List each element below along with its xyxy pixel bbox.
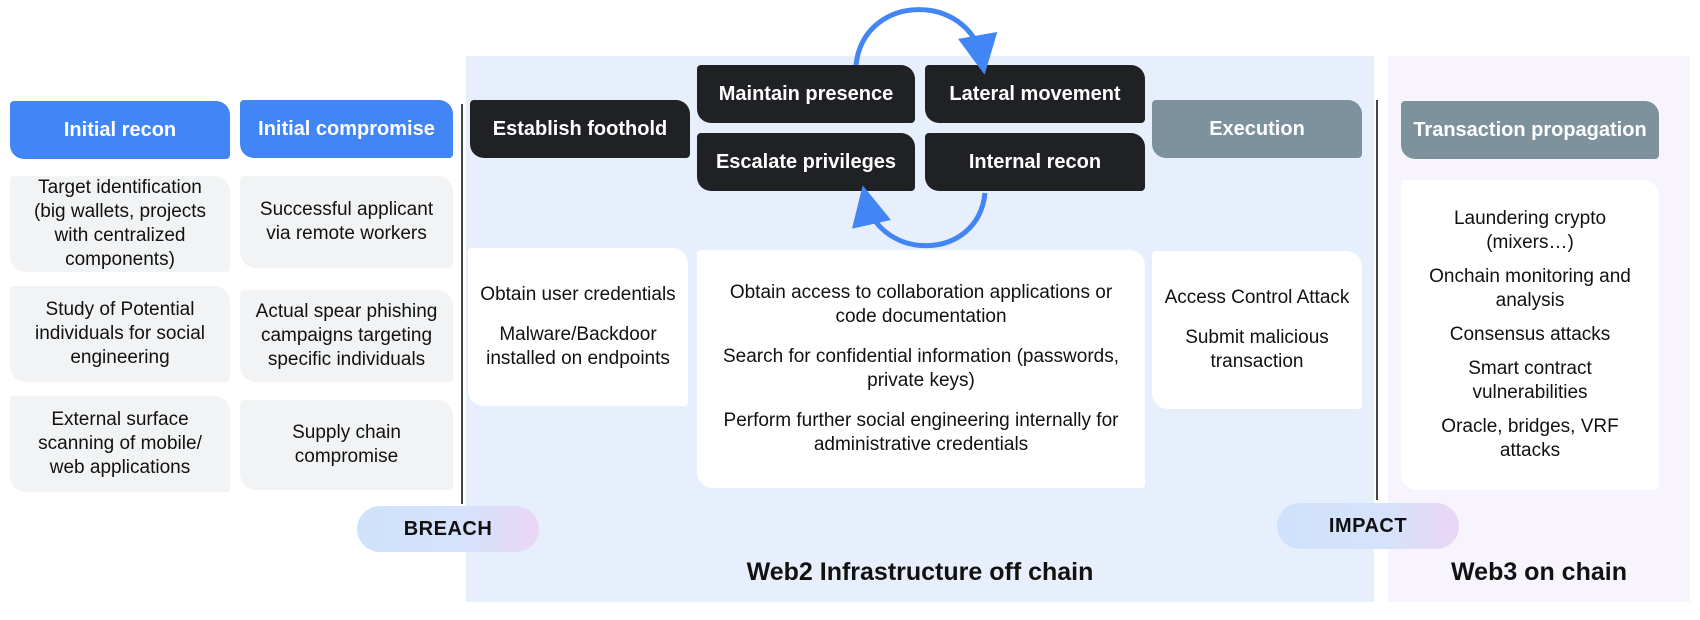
transaction-propagation-header: Transaction propagation	[1401, 101, 1659, 159]
cycle-card: Obtain access to collaboration applicati…	[697, 250, 1145, 488]
cycle-item-3: Perform further social engineering inter…	[723, 410, 1119, 455]
cycle-item-2: Search for confidential information (pas…	[722, 346, 1120, 391]
initial-recon-card-2: Study of Potential individuals for socia…	[10, 286, 230, 382]
execution-header-label: Execution	[1209, 117, 1305, 140]
transaction-propagation-item-2: Onchain monitoring and analysis	[1429, 266, 1631, 311]
maintain-presence-box: Maintain presence	[697, 65, 915, 123]
initial-compromise-header-label: Initial compromise	[258, 117, 435, 140]
transaction-propagation-card: Laundering crypto (mixers…) Onchain moni…	[1401, 180, 1659, 490]
breach-divider	[461, 104, 463, 504]
breach-pill: BREACH	[357, 506, 539, 552]
initial-recon-item-2: Study of Potential individuals for socia…	[34, 299, 206, 368]
impact-divider	[1376, 100, 1378, 500]
initial-compromise-item-1: Successful applicant via remote workers	[259, 199, 434, 244]
lateral-movement-box: Lateral movement	[925, 65, 1145, 123]
initial-compromise-card-2: Actual spear phishing campaigns targetin…	[240, 290, 453, 382]
internal-recon-box: Internal recon	[925, 133, 1145, 191]
transaction-propagation-item-3: Consensus attacks	[1449, 324, 1611, 345]
lateral-movement-label: Lateral movement	[949, 82, 1121, 105]
establish-foothold-header: Establish foothold	[470, 100, 690, 158]
initial-compromise-card-3: Supply chain compromise	[240, 400, 453, 490]
internal-recon-label: Internal recon	[968, 150, 1102, 173]
transaction-propagation-item-4: Smart contract vulnerabilities	[1468, 358, 1592, 403]
initial-compromise-card-1: Successful applicant via remote workers	[240, 176, 453, 268]
escalate-privileges-label: Escalate privileges	[715, 150, 897, 173]
establish-foothold-header-label: Establish foothold	[492, 117, 668, 140]
establish-foothold-card: Obtain user credentials Malware/Backdoor…	[468, 248, 688, 406]
breach-label: BREACH	[403, 517, 493, 540]
execution-item-2: Submit malicious transaction	[1185, 327, 1329, 372]
cycle-arrow-top	[853, 7, 998, 75]
initial-compromise-item-2: Actual spear phishing campaigns targetin…	[255, 301, 438, 370]
initial-recon-item-3: External surface scanning of mobile/ web…	[38, 409, 202, 478]
initial-compromise-header: Initial compromise	[240, 100, 453, 158]
execution-card: Access Control Attack Submit malicious t…	[1152, 251, 1362, 409]
impact-pill: IMPACT	[1277, 503, 1459, 549]
impact-label: IMPACT	[1328, 514, 1408, 537]
transaction-propagation-header-label: Transaction propagation	[1413, 118, 1647, 141]
initial-recon-item-1: Target identification (big wallets, proj…	[33, 177, 207, 270]
initial-recon-header: Initial recon	[10, 101, 230, 159]
transaction-propagation-item-5: Oracle, bridges, VRF attacks	[1441, 416, 1619, 461]
initial-compromise-item-3: Supply chain compromise	[292, 422, 401, 467]
web2-zone-title: Web2 Infrastructure off chain	[746, 558, 1094, 586]
initial-recon-header-label: Initial recon	[63, 118, 177, 141]
transaction-propagation-item-1: Laundering crypto (mixers…)	[1453, 208, 1607, 253]
establish-foothold-item-1: Obtain user credentials	[480, 284, 676, 305]
escalate-privileges-box: Escalate privileges	[697, 133, 915, 191]
execution-item-1: Access Control Attack	[1164, 287, 1350, 308]
initial-recon-card-3: External surface scanning of mobile/ web…	[10, 396, 230, 492]
maintain-presence-label: Maintain presence	[718, 82, 894, 105]
web3-zone-title: Web3 on chain	[1451, 558, 1627, 586]
cycle-arrow-bottom	[852, 185, 988, 249]
execution-header: Execution	[1152, 100, 1362, 158]
cycle-item-1: Obtain access to collaboration applicati…	[729, 282, 1113, 327]
initial-recon-card-1: Target identification (big wallets, proj…	[10, 176, 230, 272]
establish-foothold-item-2: Malware/Backdoor installed on endpoints	[486, 324, 670, 369]
